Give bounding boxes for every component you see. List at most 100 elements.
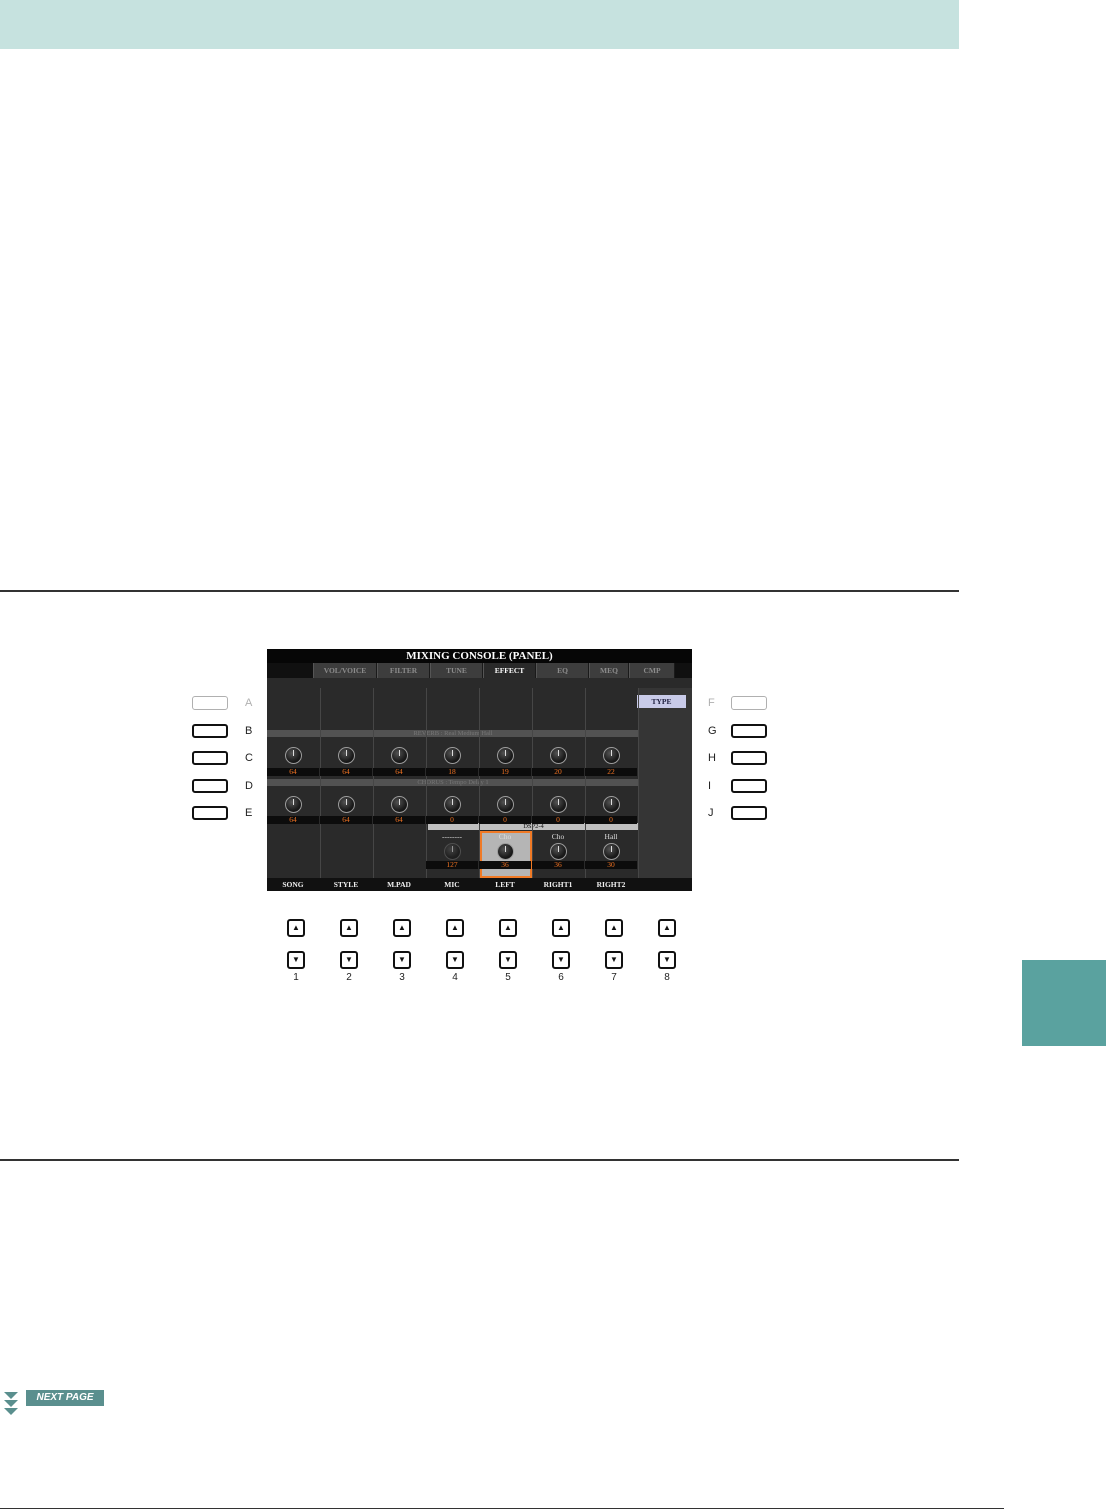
down-button-1[interactable]: ▼ <box>287 951 305 969</box>
tab-eq[interactable]: EQ <box>536 663 589 678</box>
divider <box>0 590 959 592</box>
knob-icon[interactable] <box>444 747 461 764</box>
channel-bar <box>267 878 692 891</box>
selected-cell[interactable] <box>480 831 532 878</box>
column-separator <box>532 688 533 878</box>
button-label: H <box>708 752 716 764</box>
knob-icon[interactable] <box>603 843 620 860</box>
down-button-8[interactable]: ▼ <box>658 951 676 969</box>
button-c[interactable] <box>192 751 228 765</box>
chorus-header: CHORUS : Tempo Delay 1 <box>267 779 639 786</box>
up-button-8[interactable]: ▲ <box>658 919 676 937</box>
dsp-value: 127 <box>426 861 478 869</box>
reverb_values-value: 64 <box>320 768 372 776</box>
knob-icon[interactable] <box>338 796 355 813</box>
up-button-1[interactable]: ▲ <box>287 919 305 937</box>
right-panel <box>639 688 692 878</box>
reverb_values-value: 64 <box>267 768 319 776</box>
channel-label-m-pad: M.PAD <box>387 880 411 889</box>
knob-icon[interactable] <box>285 796 302 813</box>
chapter-tab <box>1022 960 1106 1046</box>
knob-icon[interactable] <box>391 747 408 764</box>
down-button-3[interactable]: ▼ <box>393 951 411 969</box>
type-button[interactable]: TYPE <box>637 695 686 708</box>
knob-icon[interactable] <box>391 796 408 813</box>
knob-icon[interactable] <box>550 747 567 764</box>
button-label: E <box>245 807 253 819</box>
knob-icon[interactable] <box>497 843 514 860</box>
button-a[interactable] <box>192 696 228 710</box>
down-button-2[interactable]: ▼ <box>340 951 358 969</box>
button-label: C <box>245 752 253 764</box>
up-button-5[interactable]: ▲ <box>499 919 517 937</box>
button-i[interactable] <box>731 779 767 793</box>
button-label: G <box>708 725 717 737</box>
screen-title: MIXING CONSOLE (PANEL) <box>267 649 692 663</box>
up-button-7[interactable]: ▲ <box>605 919 623 937</box>
channel-label-right2: RIGHT2 <box>596 880 626 889</box>
dsp-label: Hall <box>604 832 618 841</box>
up-button-6[interactable]: ▲ <box>552 919 570 937</box>
button-number: 1 <box>293 972 299 983</box>
tab-cmp[interactable]: CMP <box>629 663 675 678</box>
chorus_values-value: 0 <box>585 816 637 824</box>
down-button-5[interactable]: ▼ <box>499 951 517 969</box>
button-b[interactable] <box>192 724 228 738</box>
dsp-label: Cho <box>498 832 512 841</box>
knob-icon[interactable] <box>603 796 620 813</box>
dsp-label: -------- <box>442 832 462 841</box>
up-button-4[interactable]: ▲ <box>446 919 464 937</box>
dsp-value: 30 <box>585 861 637 869</box>
tab-filter[interactable]: FILTER <box>377 663 430 678</box>
button-d[interactable] <box>192 779 228 793</box>
button-label: D <box>245 780 253 792</box>
divider <box>0 1508 1004 1509</box>
button-h[interactable] <box>731 751 767 765</box>
knob-icon[interactable] <box>550 796 567 813</box>
channel-label-mic: MIC <box>444 880 460 889</box>
button-number: 8 <box>664 972 670 983</box>
column-separator <box>585 688 586 878</box>
channel-label-right1: RIGHT1 <box>543 880 573 889</box>
column-separator <box>638 688 639 878</box>
channel-label-song: SONG <box>282 880 304 889</box>
tab-effect[interactable]: EFFECT <box>483 663 536 678</box>
down-button-7[interactable]: ▼ <box>605 951 623 969</box>
chorus_values-value: 0 <box>426 816 478 824</box>
knob-icon[interactable] <box>444 796 461 813</box>
knob-icon[interactable] <box>285 747 302 764</box>
dsp-header: DSP2-4 <box>428 823 639 830</box>
tab-tune[interactable]: TUNE <box>430 663 483 678</box>
button-g[interactable] <box>731 724 767 738</box>
knob-icon[interactable] <box>338 747 355 764</box>
button-number: 6 <box>558 972 564 983</box>
knob-icon[interactable] <box>550 843 567 860</box>
reverb_values-value: 18 <box>426 768 478 776</box>
down-button-4[interactable]: ▼ <box>446 951 464 969</box>
chorus_values-value: 64 <box>267 816 319 824</box>
button-label: F <box>708 697 715 709</box>
knob-icon[interactable] <box>497 747 514 764</box>
up-button-3[interactable]: ▲ <box>393 919 411 937</box>
button-number: 7 <box>611 972 617 983</box>
column-separator <box>320 688 321 878</box>
button-number: 4 <box>452 972 458 983</box>
button-e[interactable] <box>192 806 228 820</box>
button-f[interactable] <box>731 696 767 710</box>
tab-meq[interactable]: MEQ <box>589 663 629 678</box>
button-label: J <box>708 807 714 819</box>
knob-icon[interactable] <box>444 843 461 860</box>
knob-icon[interactable] <box>497 796 514 813</box>
knob-icon[interactable] <box>603 747 620 764</box>
button-label: B <box>245 725 253 737</box>
chorus_values-value: 0 <box>532 816 584 824</box>
button-j[interactable] <box>731 806 767 820</box>
down-button-6[interactable]: ▼ <box>552 951 570 969</box>
chorus_values-value: 64 <box>320 816 372 824</box>
tab-vol-voice[interactable]: VOL/VOICE <box>313 663 377 678</box>
dsp-value: 36 <box>532 861 584 869</box>
up-button-2[interactable]: ▲ <box>340 919 358 937</box>
chorus_values-value: 64 <box>373 816 425 824</box>
button-number: 3 <box>399 972 405 983</box>
